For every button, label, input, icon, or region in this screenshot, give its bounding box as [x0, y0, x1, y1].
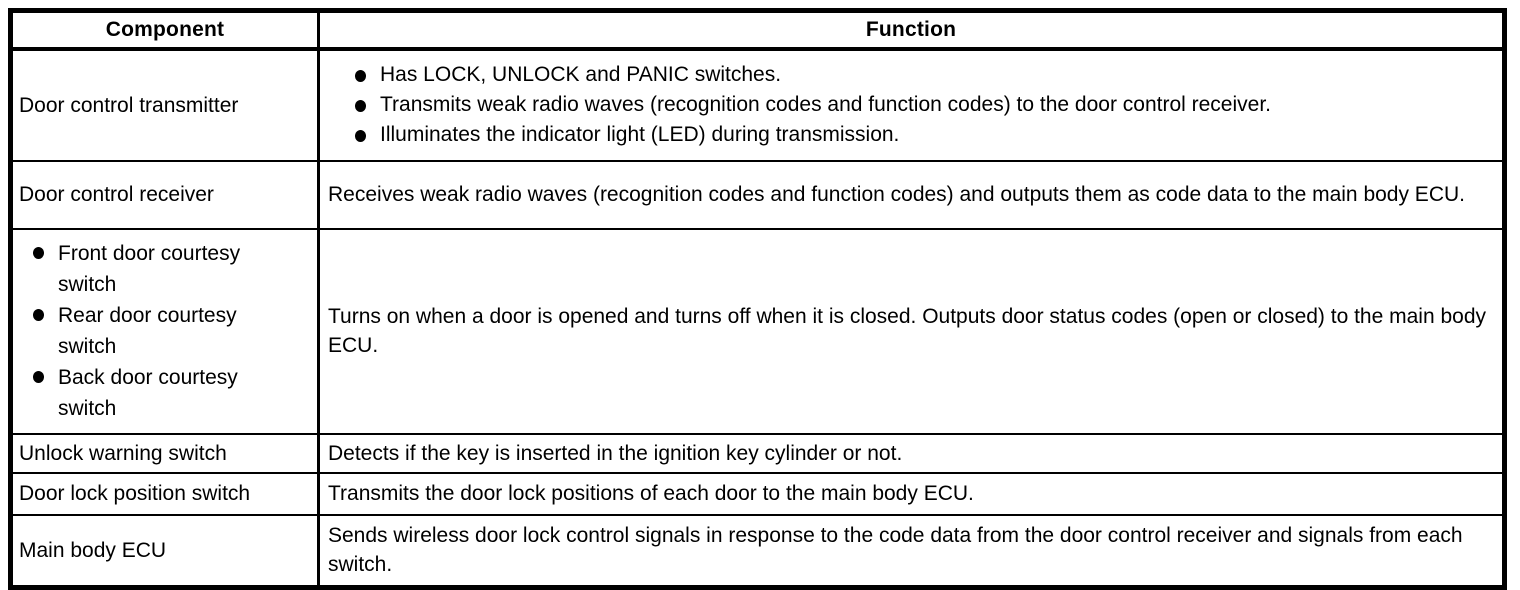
table-row-courtesy-switches: Front door courtesy switch Rear door cou… [9, 227, 1506, 435]
function-text: Turns on when a door is opened and turns… [328, 305, 1487, 357]
function-cell: Detects if the key is inserted in the ig… [317, 432, 1506, 474]
function-cell: Transmits the door lock positions of eac… [317, 471, 1506, 516]
component-cell: Door control transmitter [9, 47, 320, 162]
column-header-function: Function [317, 9, 1506, 51]
table-row-door-control-transmitter: Door control transmitter Has LOCK, UNLOC… [9, 47, 1506, 162]
table-row-main-body-ecu: Main body ECU Sends wireless door lock c… [9, 513, 1506, 589]
function-cell: Has LOCK, UNLOCK and PANIC switches. Tra… [317, 47, 1506, 162]
bullet-text: Back door courtesy switch [58, 366, 238, 420]
component-bullet-list: Front door courtesy switch Rear door cou… [19, 238, 313, 424]
function-text: Transmits the door lock positions of eac… [328, 482, 974, 505]
component-cell: Front door courtesy switch Rear door cou… [9, 227, 320, 435]
table-header-row: Component Function [9, 9, 1506, 51]
component-function-table: Component Function Door control transmit… [8, 8, 1507, 590]
function-cell: Sends wireless door lock control signals… [317, 513, 1506, 589]
component-label: Main body ECU [19, 538, 167, 562]
bullet-icon [355, 129, 366, 142]
manual-page: Component Function Door control transmit… [8, 8, 1507, 590]
bullet-icon [33, 371, 44, 383]
bullet-icon [33, 309, 44, 321]
function-text: Detects if the key is inserted in the ig… [328, 441, 903, 465]
table-row-door-lock-position-switch: Door lock position switch Transmits the … [9, 471, 1506, 516]
component-cell: Main body ECU [9, 513, 320, 589]
list-item: Transmits weak radio waves (recognition … [328, 90, 1490, 120]
column-header-component: Component [9, 9, 320, 51]
bullet-icon [33, 247, 44, 259]
function-cell: Turns on when a door is opened and turns… [317, 227, 1506, 435]
function-text: Receives weak radio waves (recognition c… [328, 183, 1465, 206]
bullet-text: Illuminates the indicator light (LED) du… [380, 123, 900, 146]
bullet-text: Rear door courtesy switch [58, 304, 237, 358]
list-item: Back door courtesy switch [19, 362, 313, 424]
list-item: Rear door courtesy switch [19, 300, 313, 362]
list-item: Front door courtesy switch [19, 238, 313, 300]
table-row-unlock-warning-switch: Unlock warning switch Detects if the key… [9, 432, 1506, 474]
function-cell: Receives weak radio waves (recognition c… [317, 159, 1506, 230]
bullet-icon [355, 69, 366, 82]
list-item: Illuminates the indicator light (LED) du… [328, 120, 1490, 150]
list-item: Has LOCK, UNLOCK and PANIC switches. [328, 60, 1490, 90]
component-label: Door lock position switch [19, 482, 251, 505]
component-label: Door control transmitter [19, 93, 239, 117]
component-label: Door control receiver [19, 183, 214, 206]
bullet-text: Front door courtesy switch [58, 242, 241, 296]
function-text: Sends wireless door lock control signals… [328, 524, 1463, 577]
component-cell: Unlock warning switch [9, 432, 320, 474]
component-cell: Door control receiver [9, 159, 320, 230]
component-label: Unlock warning switch [19, 441, 227, 465]
bullet-text: Transmits weak radio waves (recognition … [380, 93, 1272, 116]
bullet-text: Has LOCK, UNLOCK and PANIC switches. [380, 63, 782, 86]
component-cell: Door lock position switch [9, 471, 320, 516]
table-row-door-control-receiver: Door control receiver Receives weak radi… [9, 159, 1506, 230]
function-bullet-list: Has LOCK, UNLOCK and PANIC switches. Tra… [328, 60, 1490, 150]
bullet-icon [355, 99, 366, 112]
